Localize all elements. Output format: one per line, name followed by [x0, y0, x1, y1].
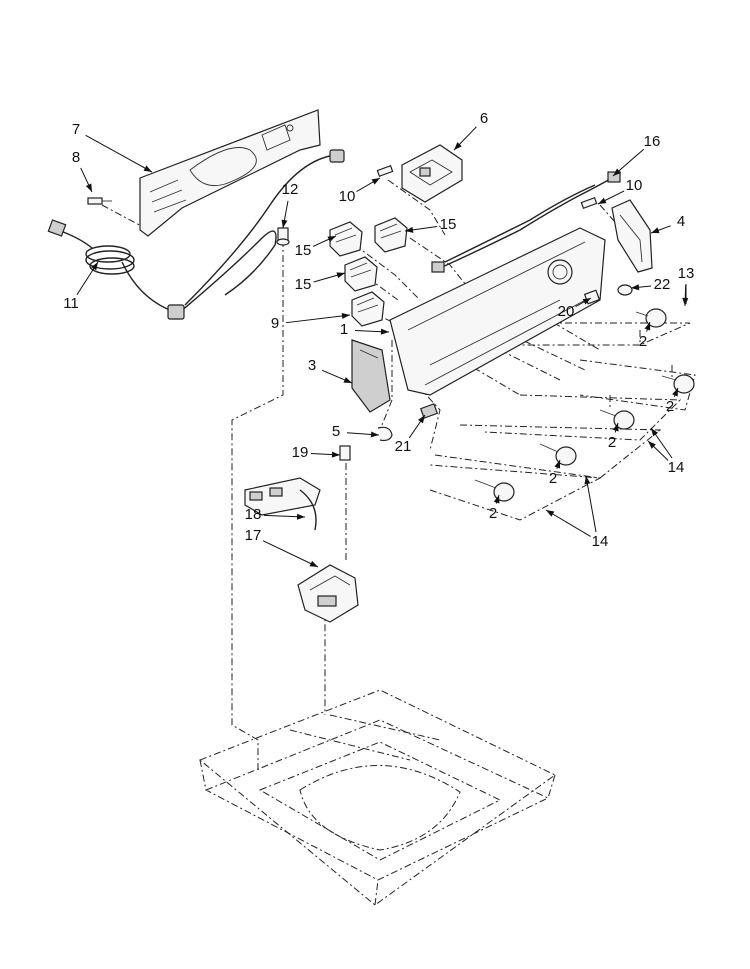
callout-label-2: 2 [489, 505, 497, 522]
callout-label-9: 9 [271, 315, 279, 332]
callout-label-2: 2 [608, 434, 616, 451]
leader-15-22 [313, 272, 346, 283]
leader-2-1 [644, 321, 651, 332]
leader-2-2 [672, 387, 679, 398]
callout-label-3: 3 [308, 357, 316, 374]
washer-part-22 [617, 284, 633, 296]
callout-label-2: 2 [666, 398, 674, 415]
callout-label-4: 4 [677, 213, 685, 230]
leader-2-3 [612, 422, 619, 433]
callout-label-15: 15 [295, 276, 312, 293]
leader-7-10 [85, 134, 153, 173]
switch-9 [351, 291, 385, 327]
leader-12-16 [281, 200, 289, 229]
leader-10-13 [356, 177, 381, 192]
callout-label-17: 17 [245, 527, 262, 544]
leader-21-28 [408, 414, 426, 439]
lens-part-21 [419, 403, 439, 419]
power-cord [47, 149, 345, 320]
screw-part-19 [339, 445, 351, 461]
leader-14-extra-b [584, 475, 597, 533]
leader-20-27 [575, 297, 592, 308]
leader-6-9 [453, 126, 477, 151]
screw-part-8 [87, 197, 112, 205]
callout-label-11: 11 [63, 295, 79, 312]
control-board [401, 144, 463, 203]
leader-8-11 [80, 167, 93, 193]
clip-part-5 [377, 426, 393, 442]
callout-label-14: 14 [592, 533, 609, 550]
knob-2 [661, 374, 695, 394]
leader-14-19 [545, 509, 591, 537]
switch-15-c [344, 256, 378, 292]
knob-3 [599, 409, 635, 430]
switch-assembly-part-17 [297, 564, 359, 623]
leader-2-5 [493, 494, 500, 504]
cabinet-top-outline [199, 689, 556, 906]
leader-4-7 [650, 225, 671, 234]
callout-label-12: 12 [282, 181, 299, 198]
leader-5-8 [346, 431, 380, 438]
leader-11-15 [76, 261, 99, 296]
callout-label-18: 18 [245, 506, 262, 523]
leader-15-21 [404, 226, 438, 233]
knob-4 [539, 443, 577, 466]
callout-label-16: 16 [644, 133, 661, 150]
end-cap-left [351, 339, 391, 413]
leader-lines [76, 126, 689, 568]
ground-screw-part-12 [276, 227, 290, 246]
callout-label-13: 13 [678, 265, 695, 282]
switch-15-a [329, 221, 363, 257]
leader-3-6 [321, 369, 353, 384]
callout-label-10: 10 [626, 177, 643, 194]
callout-label-20: 20 [558, 303, 575, 320]
leader-14-18 [647, 440, 669, 461]
callout-label-14: 14 [668, 459, 685, 476]
callout-label-15: 15 [295, 242, 312, 259]
switch-15-b [374, 217, 408, 253]
wiring-part-18 [244, 477, 321, 531]
leader-13-17 [682, 284, 689, 307]
knob-1 [635, 308, 667, 328]
wire-harness [431, 171, 621, 273]
leader-2-4 [554, 459, 561, 469]
knob-5 [474, 479, 515, 502]
callout-label-7: 7 [72, 121, 80, 138]
callout-label-5: 5 [332, 423, 340, 440]
callout-label-2: 2 [549, 470, 557, 487]
callout-label-19: 19 [292, 444, 309, 461]
leader-10-14 [597, 190, 625, 205]
knob-planes [429, 299, 696, 521]
leader-15-20 [312, 235, 337, 247]
leader-16-23 [612, 148, 645, 177]
callout-label-8: 8 [72, 149, 80, 166]
leader-1-0 [354, 328, 390, 335]
callout-label-22: 22 [654, 276, 671, 293]
callout-label-10: 10 [339, 188, 356, 205]
callout-label-21: 21 [395, 438, 412, 455]
screw-part-10-right [580, 197, 598, 209]
leader-9-12 [285, 312, 351, 324]
screw-part-10-left [376, 165, 394, 177]
callout-label-1: 1 [340, 321, 348, 338]
leader-14-extra-a [650, 427, 673, 459]
callout-label-6: 6 [480, 110, 488, 127]
callout-label-2: 2 [639, 333, 647, 350]
end-cap-right [611, 199, 653, 273]
callout-labels: 1222223456789101011121314141515151617181… [63, 110, 694, 550]
leader-22-29 [630, 284, 652, 291]
callout-label-15: 15 [440, 216, 457, 233]
leader-19-26 [310, 451, 341, 458]
leader-18-25 [263, 513, 306, 520]
leader-17-24 [262, 540, 319, 568]
rear-panel [139, 109, 321, 237]
